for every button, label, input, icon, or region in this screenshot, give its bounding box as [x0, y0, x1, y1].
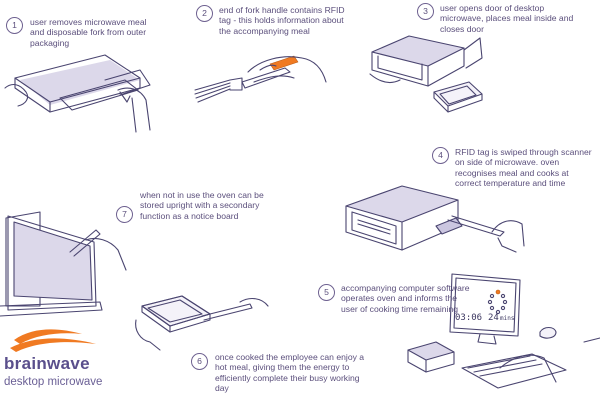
step-7-caption: when not in use the oven can be stored u… [140, 190, 264, 221]
step-7-sketch [0, 211, 127, 317]
step-4-caption: RFID tag is swiped through scanner on si… [455, 147, 592, 189]
step-3-number: 3 [417, 3, 434, 20]
step-1-caption: user removes microwave meal and disposab… [30, 17, 147, 48]
step-2-sketch [194, 55, 327, 103]
step-4-number: 4 [432, 147, 449, 164]
step-6-sketch [135, 295, 269, 351]
screen-clock-left: 03:06 [455, 313, 483, 323]
step-4-sketch [345, 185, 525, 253]
screen-clock-unit: mins [500, 315, 515, 322]
step-3-caption: user opens door of desktop microwave, pl… [440, 3, 574, 34]
step-2-caption: end of fork handle contains RFID tag - t… [219, 5, 345, 36]
step-6-caption: once cooked the employee can enjoy a hot… [215, 352, 365, 394]
step-5-caption: accompanying computer software operates … [341, 283, 470, 314]
step-5-sketch [407, 273, 600, 389]
step-1-sketch [4, 54, 151, 133]
step-1-number: 1 [6, 17, 23, 34]
step-6-number: 6 [191, 353, 208, 370]
brand-name: brainwave [4, 354, 90, 373]
step-3-sketch [369, 35, 483, 113]
screen-clock-right: 24 [488, 313, 499, 323]
step-5-number: 5 [318, 284, 335, 301]
step-7-number: 7 [116, 206, 133, 223]
brainwave-logo-icon [10, 329, 96, 352]
step-2-number: 2 [196, 5, 213, 22]
brand-tagline: desktop microwave [4, 376, 103, 388]
